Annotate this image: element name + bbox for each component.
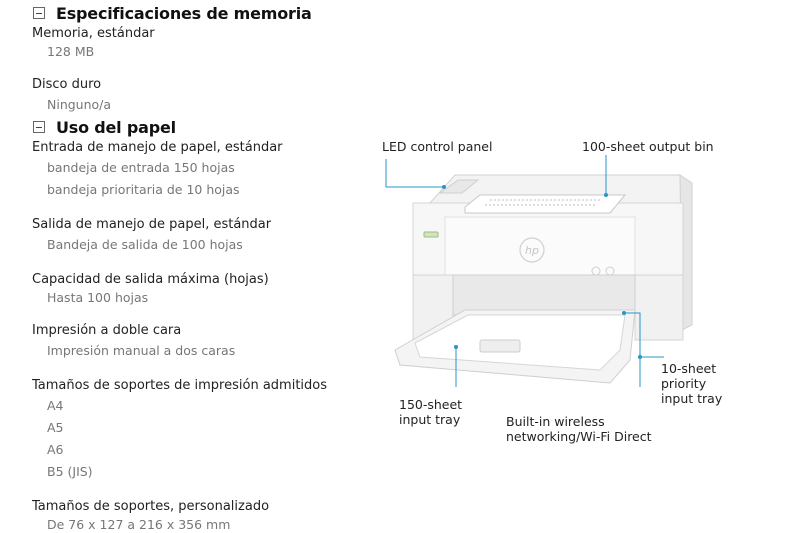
spec-value-size-a4: A4 bbox=[47, 398, 64, 413]
memory-section-header[interactable]: Especificaciones de memoria bbox=[33, 3, 312, 23]
input-tray bbox=[394, 309, 636, 384]
spec-value-input-1: bandeja de entrada 150 hojas bbox=[47, 160, 235, 175]
callout-output-bin: 100-sheet output bin bbox=[582, 139, 714, 154]
output-paper bbox=[464, 194, 627, 214]
spec-value-size-a5: A5 bbox=[47, 420, 64, 435]
spec-label-disk: Disco duro bbox=[32, 77, 102, 92]
spec-value-duplex: Impresión manual a dos caras bbox=[47, 343, 236, 358]
spec-value-disk: Ninguno/a bbox=[47, 97, 112, 112]
collapse-icon[interactable] bbox=[33, 7, 45, 19]
spec-value-max-output: Hasta 100 hojas bbox=[47, 290, 149, 305]
spec-value-size-b5: B5 (JIS) bbox=[47, 464, 93, 479]
spec-label-custom-size: Tamaños de soportes, personalizado bbox=[32, 499, 270, 514]
spec-value-size-a6: A6 bbox=[47, 442, 64, 457]
spec-label-output: Salida de manejo de papel, estándar bbox=[32, 217, 272, 232]
collapse-icon[interactable] bbox=[33, 121, 45, 133]
callout-wireless: Built-in wireless networking/Wi-Fi Direc… bbox=[506, 414, 652, 444]
spec-value-custom-size: De 76 x 127 a 216 x 356 mm bbox=[47, 517, 231, 532]
callout-priority-tray: 10-sheet priority input tray bbox=[661, 361, 723, 406]
spec-label-input: Entrada de manejo de papel, estándar bbox=[32, 140, 283, 155]
paper-section-title: Uso del papel bbox=[56, 117, 176, 137]
spec-value-input-2: bandeja prioritaria de 10 hojas bbox=[47, 182, 240, 197]
callout-lines bbox=[385, 155, 664, 387]
spec-label-media-sizes: Tamaños de soportes de impresión admitid… bbox=[32, 378, 328, 393]
printer-illustration: hp bbox=[385, 155, 693, 387]
printer-diagram: hp LED control panel 100-sheet output bi… bbox=[370, 125, 800, 455]
hp-logo-text: hp bbox=[525, 244, 539, 257]
spec-value-output: Bandeja de salida de 100 hojas bbox=[47, 237, 243, 252]
hp-logo: hp bbox=[519, 237, 545, 263]
callout-input-tray: 150-sheet input tray bbox=[399, 397, 463, 427]
spec-value-memory: 128 MB bbox=[47, 44, 95, 59]
paper-section-header[interactable]: Uso del papel bbox=[33, 117, 176, 137]
memory-section-title: Especificaciones de memoria bbox=[56, 3, 312, 23]
spec-label-duplex: Impresión a doble cara bbox=[32, 323, 182, 338]
spec-label-max-output: Capacidad de salida máxima (hojas) bbox=[32, 272, 269, 287]
callout-led-panel: LED control panel bbox=[382, 139, 493, 154]
spec-label-memory: Memoria, estándar bbox=[32, 26, 155, 41]
